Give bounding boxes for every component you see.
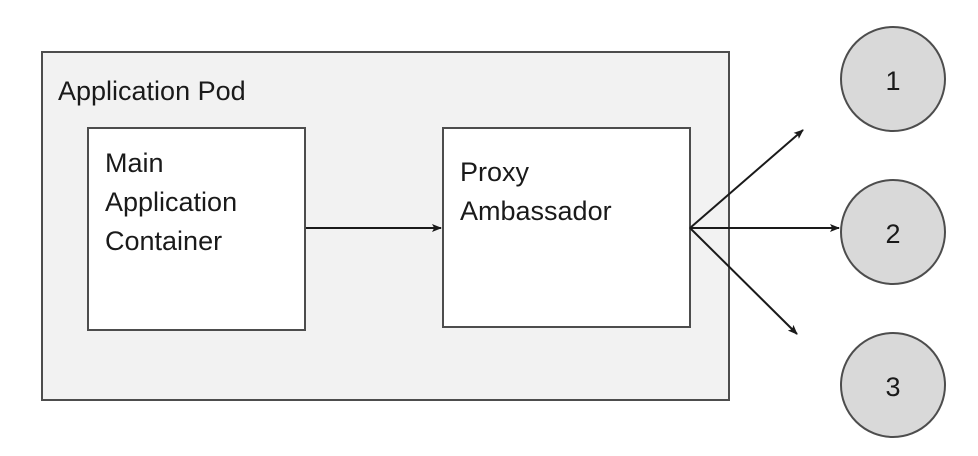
proxy-ambassador-label-line-1: Proxy xyxy=(460,157,530,187)
service-3-label: 3 xyxy=(885,372,900,402)
proxy-ambassador-box xyxy=(442,127,691,328)
proxy-ambassador-label-line-2: Ambassador xyxy=(460,196,612,226)
service-1-label: 1 xyxy=(885,66,900,96)
service-node-2: 2 xyxy=(840,179,946,285)
service-2-circle xyxy=(840,179,946,285)
service-2-label: 2 xyxy=(885,219,900,249)
edge-proxy-to-service-3 xyxy=(689,227,798,335)
service-3-circle xyxy=(840,332,946,438)
main-application-container-group: Main Application Container xyxy=(87,127,306,331)
service-1-circle xyxy=(840,26,946,132)
service-node-3: 3 xyxy=(840,332,946,438)
service-node-1: 1 xyxy=(840,26,946,132)
main-application-container-label-line-3: Container xyxy=(105,226,222,256)
main-application-container-label-line-2: Application xyxy=(105,187,237,217)
main-application-container-box xyxy=(87,127,306,331)
proxy-ambassador-group: Proxy Ambassador xyxy=(442,127,691,328)
edge-proxy-to-service-1 xyxy=(689,129,804,229)
application-pod-label: Application Pod xyxy=(58,76,246,106)
main-application-container-label-line-1: Main xyxy=(105,148,164,178)
